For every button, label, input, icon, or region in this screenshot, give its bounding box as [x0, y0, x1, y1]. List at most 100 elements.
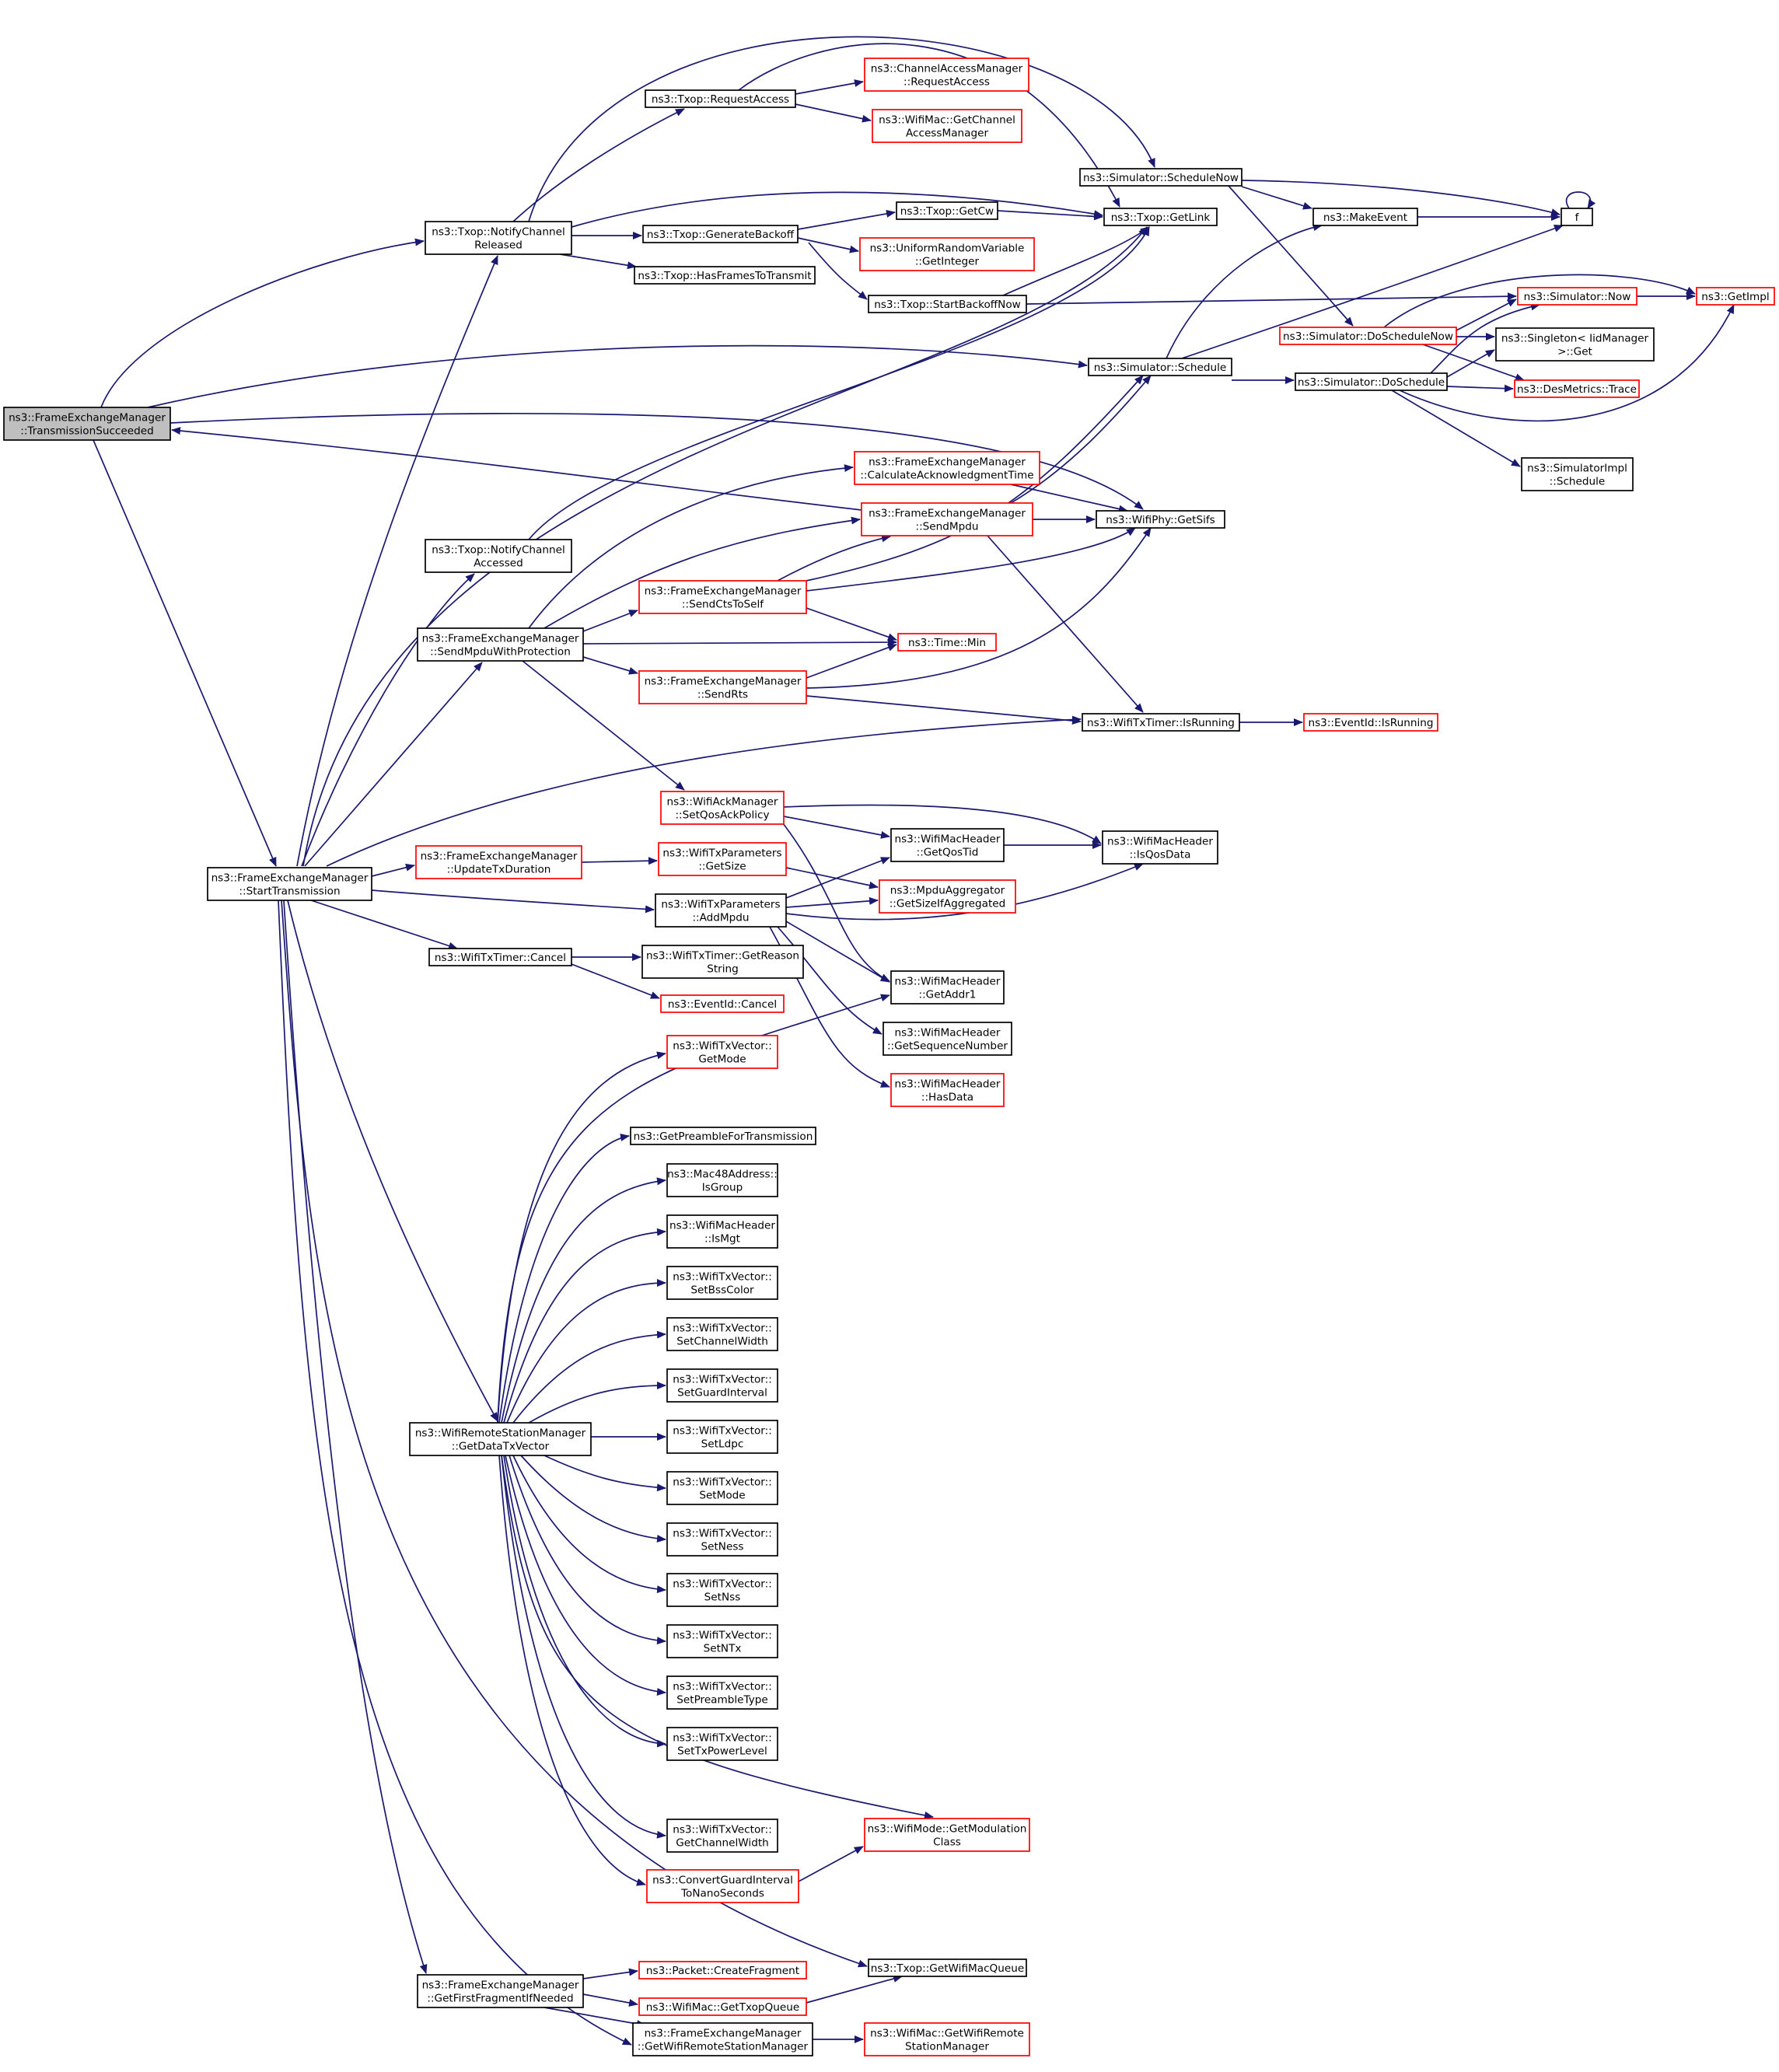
node-evrun[interactable]: ns3::EventId::IsRunning	[1303, 713, 1438, 732]
node-srts[interactable]: ns3::FrameExchangeManager::SendRts	[638, 670, 807, 704]
edge-start-to-gdtv	[287, 900, 498, 1422]
node-trace[interactable]: ns3::DesMetrics::Trace	[1514, 379, 1640, 398]
node-label: ns3::WifiTxTimer::Cancel	[435, 952, 566, 964]
node-smpdu[interactable]: ns3::FrameExchangeManager::SendMpdu	[861, 502, 1033, 536]
edge-gdtv-to-stpl	[503, 1455, 666, 1748]
node-isrun[interactable]: ns3::WifiTxTimer::IsRunning	[1082, 713, 1240, 732]
node-msize[interactable]: ns3::MpduAggregator::GetSizeIfAggregated	[879, 879, 1016, 914]
node-gcw[interactable]: ns3::WifiTxVector::GetChannelWidth	[666, 1819, 778, 1853]
node-ismgt[interactable]: ns3::WifiMacHeader::IsMgt	[666, 1214, 778, 1249]
node-time[interactable]: ns3::Time::Min	[897, 633, 997, 652]
node-sbn[interactable]: ns3::Txop::StartBackoffNow	[868, 295, 1027, 313]
node-sldpc[interactable]: ns3::WifiTxVector::SetLdpc	[666, 1420, 778, 1454]
edge-dsch-to-now	[1430, 302, 1540, 374]
node-sqap[interactable]: ns3::WifiAckManager::SetQosAckPolicy	[660, 791, 785, 825]
node-schnow[interactable]: ns3::Simulator::ScheduleNow	[1079, 168, 1243, 187]
node-tpam[interactable]: ns3::WifiTxParameters::AddMpdu	[655, 893, 787, 928]
node-sched[interactable]: ns3::Simulator::Schedule	[1088, 358, 1232, 376]
node-sifs[interactable]: ns3::WifiPhy::GetSifs	[1096, 510, 1225, 529]
node-gqt[interactable]: ns3::WifiMacHeader::GetQosTid	[890, 828, 1005, 862]
node-calc[interactable]: ns3::FrameExchangeManager::CalculateAckn…	[854, 451, 1040, 485]
node-label: ns3::Simulator::Schedule	[1094, 362, 1227, 374]
node-gffin[interactable]: ns3::FrameExchangeManager::GetFirstFragm…	[417, 1974, 584, 2008]
node-isqos[interactable]: ns3::WifiMacHeader::IsQosData	[1102, 830, 1218, 865]
node-snss[interactable]: ns3::WifiTxVector::SetNss	[666, 1573, 778, 1607]
node-box	[1295, 372, 1448, 391]
node-tpgs[interactable]: ns3::WifiTxParameters::GetSize	[658, 842, 787, 876]
node-gdtv[interactable]: ns3::WifiRemoteStationManager::GetDataTx…	[409, 1422, 592, 1456]
node-box	[854, 451, 1040, 485]
nodes: ns3::FrameExchangeManager::TransmissionS…	[3, 58, 1775, 2056]
node-label: AccessManager	[906, 128, 989, 140]
node-scw[interactable]: ns3::WifiTxVector::SetChannelWidth	[666, 1317, 778, 1351]
node-spt[interactable]: ns3::WifiTxVector::SetPreambleType	[666, 1675, 778, 1710]
node-scts[interactable]: ns3::FrameExchangeManager::SendCtsToSelf	[638, 580, 807, 614]
node-label: ns3::WifiTxVector::	[673, 1824, 772, 1836]
edge-sqap-to-gqt	[783, 816, 890, 839]
node-hasf[interactable]: ns3::Txop::HasFramesToTransmit	[634, 266, 816, 285]
node-sntx[interactable]: ns3::WifiTxVector::SetNTx	[666, 1624, 778, 1658]
node-box	[666, 1214, 778, 1249]
node-dsn[interactable]: ns3::Simulator::DoScheduleNow	[1279, 327, 1457, 345]
edge-srts-to-isrun	[806, 695, 1082, 725]
node-box	[658, 842, 787, 876]
node-box	[666, 1522, 778, 1557]
node-pcf[interactable]: ns3::Packet::CreateFragment	[638, 1961, 807, 1979]
node-label: ns3::Time::Min	[908, 637, 986, 649]
node-sing[interactable]: ns3::Singleton< IidManager>::Get	[1495, 327, 1655, 362]
node-wmgwrsm[interactable]: ns3::WifiMac::GetWifiRemoteStationManage…	[864, 2022, 1030, 2056]
node-glink[interactable]: ns3::Txop::GetLink	[1103, 208, 1218, 226]
node-evc[interactable]: ns3::EventId::Cancel	[660, 994, 785, 1013]
node-hd[interactable]: ns3::WifiMacHeader::HasData	[890, 1073, 1005, 1107]
node-cancel[interactable]: ns3::WifiTxTimer::Cancel	[428, 948, 572, 966]
edge-schnow-to-dsn	[1228, 185, 1354, 327]
node-root[interactable]: ns3::FrameExchangeManager::TransmissionS…	[3, 407, 171, 441]
node-ga1[interactable]: ns3::WifiMacHeader::GetAddr1	[890, 970, 1005, 1005]
node-simpl[interactable]: ns3::SimulatorImpl::Schedule	[1521, 457, 1634, 491]
node-getcw[interactable]: ns3::Txop::GetCw	[896, 201, 998, 220]
node-dsch[interactable]: ns3::Simulator::DoSchedule	[1295, 372, 1448, 391]
node-gwrsm[interactable]: ns3::FrameExchangeManager::GetWifiRemote…	[632, 2022, 813, 2056]
node-label: ns3::DesMetrics::Trace	[1517, 383, 1637, 396]
node-mkev[interactable]: ns3::MakeEvent	[1312, 208, 1418, 226]
node-sbss[interactable]: ns3::WifiTxVector::SetBssColor	[666, 1266, 778, 1300]
node-req[interactable]: ns3::Txop::RequestAccess	[645, 89, 796, 108]
edge-root-to-sifs	[170, 413, 1144, 510]
node-now[interactable]: ns3::Simulator::Now	[1517, 287, 1637, 306]
node-box	[638, 580, 807, 614]
node-gimpl[interactable]: ns3::GetImpl	[1696, 287, 1775, 306]
node-label: ns3::WifiMac::GetWifiRemote	[870, 2028, 1024, 2040]
node-label: ns3::WifiTxVector::	[673, 1271, 772, 1284]
edge-start-to-txop_nca	[301, 573, 475, 867]
node-gpre[interactable]: ns3::GetPreambleForTransmission	[630, 1127, 816, 1145]
node-urv[interactable]: ns3::UniformRandomVariable::GetInteger	[859, 237, 1035, 271]
node-gtxq[interactable]: ns3::WifiMac::GetTxopQueue	[638, 1997, 807, 2016]
node-utd[interactable]: ns3::FrameExchangeManager::UpdateTxDurat…	[415, 845, 582, 879]
node-gsn[interactable]: ns3::WifiMacHeader::GetSequenceNumber	[883, 1022, 1012, 1056]
node-box	[868, 1958, 1027, 1977]
node-box	[872, 109, 1022, 143]
node-isg[interactable]: ns3::Mac48Address::IsGroup	[666, 1163, 778, 1197]
node-gwmq[interactable]: ns3::Txop::GetWifiMacQueue	[868, 1958, 1027, 1977]
node-label: IsGroup	[702, 1182, 743, 1194]
node-stpl[interactable]: ns3::WifiTxVector::SetTxPowerLevel	[666, 1727, 778, 1761]
edge-start-to-gwmq	[281, 900, 868, 1968]
node-sness[interactable]: ns3::WifiTxVector::SetNess	[666, 1522, 778, 1557]
node-start[interactable]: ns3::FrameExchangeManager::StartTransmis…	[207, 867, 372, 901]
node-smpwp[interactable]: ns3::FrameExchangeManager::SendMpduWithP…	[417, 627, 584, 662]
node-sgi[interactable]: ns3::WifiTxVector::SetGuardInterval	[666, 1368, 778, 1403]
node-gmode[interactable]: ns3::WifiTxVector::GetMode	[666, 1035, 778, 1069]
node-smode[interactable]: ns3::WifiTxVector::SetMode	[666, 1471, 778, 1505]
node-label: ::GetQosTid	[917, 847, 979, 859]
node-camra[interactable]: ns3::ChannelAccessManager::RequestAccess	[864, 58, 1029, 92]
node-box	[666, 1035, 778, 1069]
node-f[interactable]: f	[1561, 208, 1593, 226]
node-genb[interactable]: ns3::Txop::GenerateBackoff	[642, 225, 799, 243]
node-label: ns3::FrameExchangeManager	[421, 851, 578, 863]
